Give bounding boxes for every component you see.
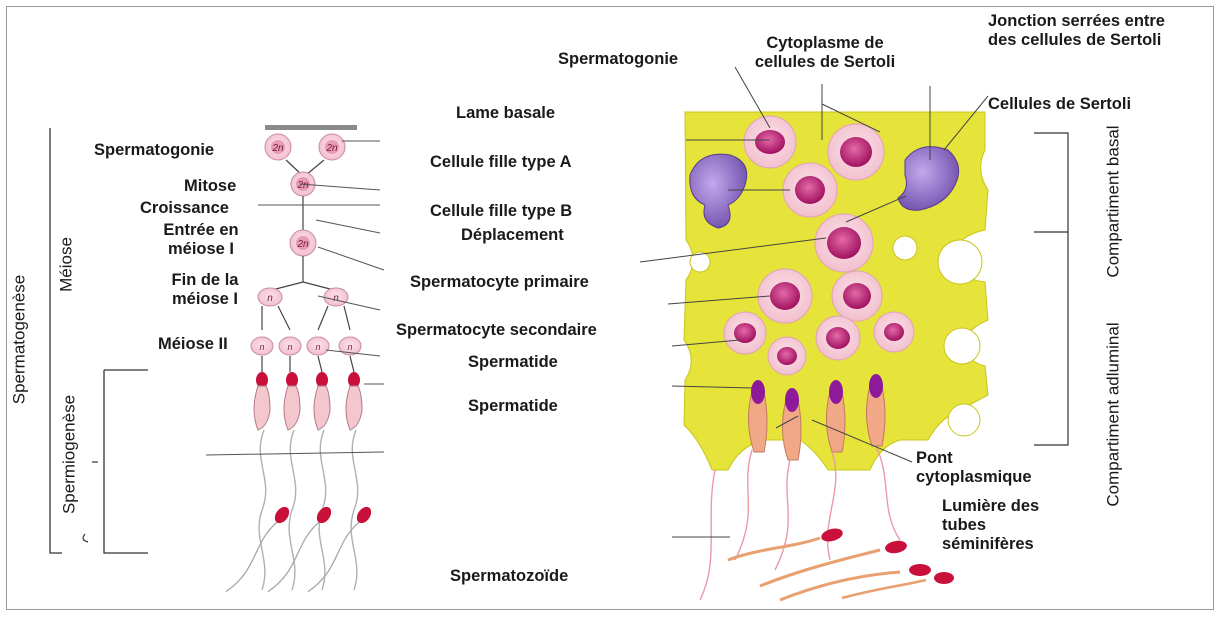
label-spermatogonie-top: Spermatogonie [558, 50, 678, 69]
lumen-spermatozoa [728, 526, 954, 600]
svg-text:n: n [315, 342, 320, 352]
svg-text:n: n [267, 293, 273, 304]
svg-text:n: n [259, 342, 264, 352]
svg-text:n: n [333, 293, 339, 304]
label-spermatogenese: Spermatogenèse [10, 265, 29, 415]
label-spermiogenese: Spermiogenèse [60, 390, 79, 520]
label-spermatide-1: Spermatide [468, 353, 558, 372]
label-compartiment-basal: Compartiment basal [1104, 117, 1123, 287]
label-cellules-sertoli: Cellules de Sertoli [988, 95, 1131, 114]
label-pont-cytoplasmique: Pont cytoplasmique [916, 449, 1056, 487]
label-jonction-serrees: Jonction serrées entre des cellules de S… [988, 12, 1188, 50]
svg-text:2n: 2n [296, 180, 309, 191]
label-meiose: Méiose [57, 225, 76, 305]
svg-text:2n: 2n [325, 143, 338, 154]
label-spermatocyte-primaire: Spermatocyte primaire [410, 273, 589, 292]
svg-text:n: n [347, 342, 352, 352]
label-cellule-fille-b: Cellule fille type B [430, 202, 572, 221]
label-spermatozoide: Spermatozoïde [450, 567, 568, 586]
bracket-spermiogenese [104, 370, 148, 553]
left-spermatogonia: 2n 2n [265, 134, 345, 160]
left-basal-bar [265, 125, 357, 130]
label-cytoplasme-sertoli: Cytoplasme de cellules de Sertoli [735, 34, 915, 72]
label-compartiment-adluminal: Compartiment adluminal [1104, 297, 1123, 533]
label-cellule-fille-a: Cellule fille type A [430, 153, 572, 172]
label-spermatide-2: Spermatide [468, 397, 558, 416]
label-croissance: Croissance [140, 199, 229, 218]
svg-text:n: n [287, 342, 292, 352]
label-deplacement: Déplacement [461, 226, 564, 245]
left-haploid-cells: n n [258, 288, 348, 306]
label-spermatocyte-secondaire: Spermatocyte secondaire [396, 321, 597, 340]
bracket-compartiment-adluminal [1034, 232, 1068, 445]
label-lame-basale: Lame basale [456, 104, 555, 123]
label-lumiere: Lumière des tubes séminifères [942, 497, 1052, 554]
label-meiose2: Méiose II [158, 335, 228, 354]
diploid-mark: 2n [271, 143, 284, 154]
label-fin-meiose: Fin de la méiose I [152, 271, 258, 309]
bracket-compartiment-basal [1034, 133, 1068, 232]
label-spermatogonie-left: Spermatogonie [94, 141, 214, 160]
svg-text:2n: 2n [296, 239, 309, 250]
left-spermatids [254, 372, 362, 590]
label-entree-meiose: Entrée en méiose I [142, 221, 260, 259]
label-mitose: Mitose [184, 177, 236, 196]
